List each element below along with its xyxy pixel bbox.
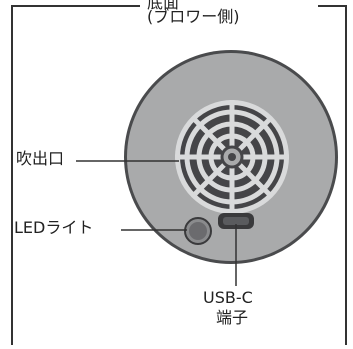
led-light (184, 217, 212, 245)
title-line2: (ブロワー側) (147, 7, 240, 26)
frame-left (11, 5, 140, 345)
title-line1: 底面 (147, 0, 180, 12)
outlet-grille (175, 100, 289, 214)
usb-c-port (218, 213, 254, 229)
usb-terminal-label: 端子 (216, 308, 249, 327)
usb-label: USB-C (203, 288, 253, 307)
frame-right (318, 5, 347, 345)
led-label: LEDライト (14, 218, 94, 237)
outlet-label: 吹出口 (16, 149, 65, 168)
